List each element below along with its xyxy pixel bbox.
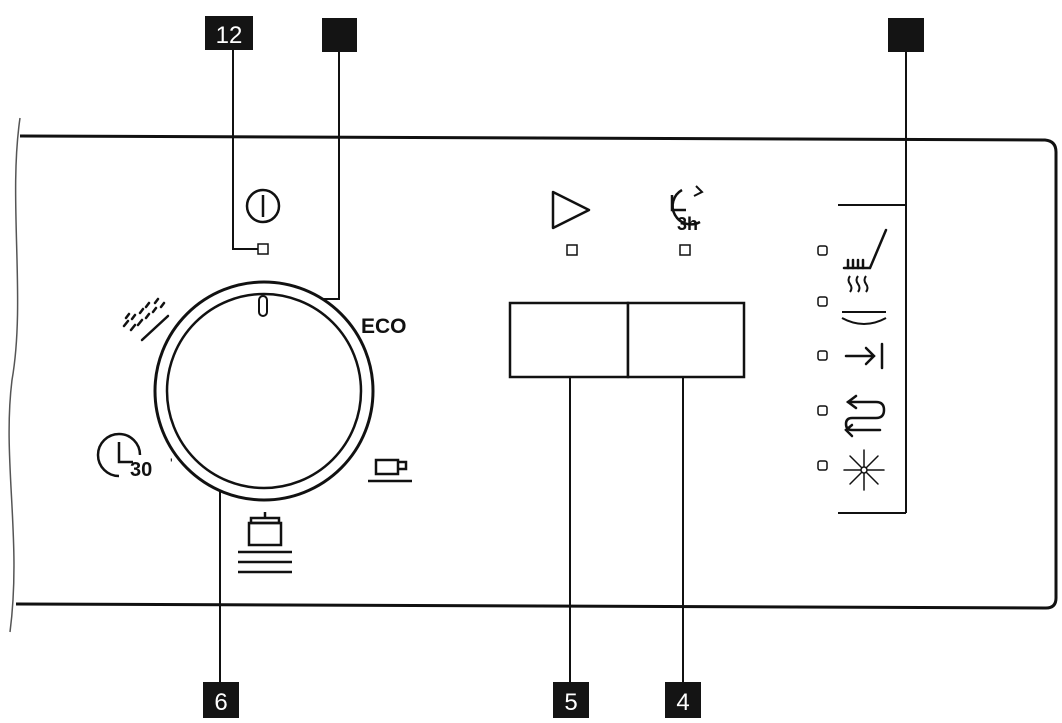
svg-text:6: 6 bbox=[214, 689, 227, 716]
indicator-led-rinse-aid bbox=[817, 405, 828, 416]
quick-30-label: 30 bbox=[130, 459, 152, 481]
delay-button[interactable] bbox=[626, 301, 746, 379]
start-led bbox=[566, 244, 578, 256]
salt-icon bbox=[843, 449, 885, 491]
pot-icon bbox=[238, 512, 292, 574]
quick-30-icon: 30 ' bbox=[96, 432, 173, 481]
svg-text:4: 4 bbox=[676, 689, 689, 716]
panel-left-edge bbox=[8, 117, 21, 633]
drying-icon bbox=[841, 275, 887, 325]
indicator-led-drying bbox=[817, 296, 828, 307]
program-knob[interactable] bbox=[153, 280, 375, 502]
pre-rinse-icon bbox=[122, 297, 170, 342]
tag-delay-button: 4 bbox=[665, 682, 701, 718]
eco-label: ECO bbox=[361, 315, 407, 338]
leader-power-led bbox=[232, 50, 258, 250]
indicator-led-end bbox=[817, 350, 828, 361]
delay-3h-icon: 3h bbox=[670, 185, 704, 234]
glass-cup-icon bbox=[368, 458, 412, 483]
indicator-led-brush bbox=[817, 245, 828, 256]
tag-power-led: 12 bbox=[205, 16, 253, 50]
indicator-led-salt bbox=[817, 460, 828, 471]
power-led bbox=[257, 243, 269, 255]
svg-text:12: 12 bbox=[216, 22, 243, 49]
tag-indicator-group bbox=[888, 18, 924, 52]
play-icon bbox=[551, 190, 591, 230]
tag-program-knob: 6 bbox=[203, 682, 239, 718]
tag-start-button: 5 bbox=[553, 682, 589, 718]
svg-text:': ' bbox=[170, 455, 173, 471]
start-button[interactable] bbox=[508, 301, 630, 379]
knob-indicator-mark bbox=[258, 295, 268, 317]
tag-knob-indicator bbox=[322, 18, 357, 52]
delay-led bbox=[679, 244, 691, 256]
power-icon bbox=[245, 188, 281, 224]
leader-knob-indicator bbox=[268, 52, 340, 300]
delay-3h-label: 3h bbox=[677, 214, 698, 234]
rinse-aid-icon bbox=[844, 394, 886, 438]
panel-outline bbox=[15, 134, 1058, 610]
svg-text:5: 5 bbox=[564, 689, 577, 716]
leader-indicator-group bbox=[838, 52, 907, 514]
end-arrow-icon bbox=[844, 342, 884, 370]
brush-icon bbox=[842, 228, 888, 270]
